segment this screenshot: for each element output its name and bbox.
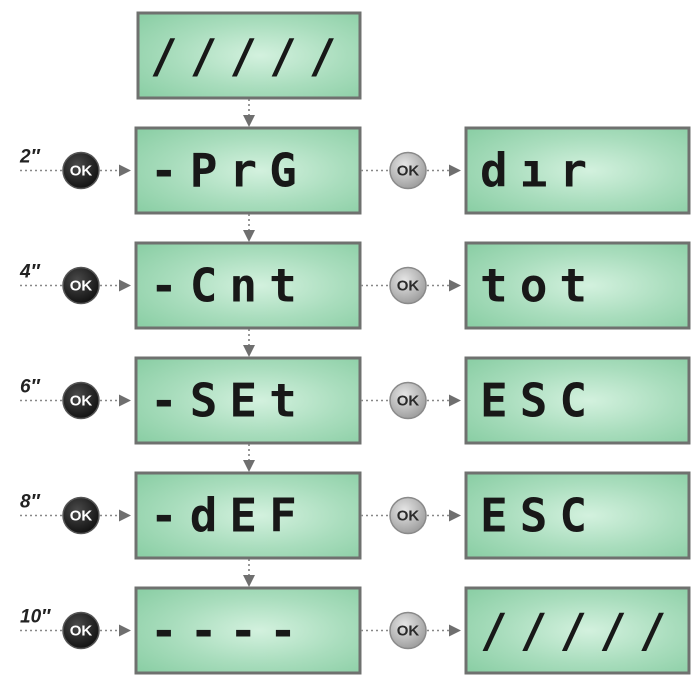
top-lcd-display: ///// <box>136 11 362 100</box>
menu-lcd-display: -SEt <box>134 356 362 445</box>
ok-button-confirm[interactable]: OK <box>389 381 427 420</box>
hold-time-label: 2″ <box>19 147 41 168</box>
ok-label: OK <box>397 508 420 525</box>
ok-icon <box>389 151 427 190</box>
ok-button-hold[interactable]: OK <box>62 496 100 535</box>
ok-label: OK <box>397 623 420 640</box>
menu-display-text: -dEF <box>150 489 309 543</box>
ok-icon <box>62 266 100 305</box>
hold-time-label: 6″ <box>20 377 41 398</box>
ok-button-confirm[interactable]: OK <box>389 611 427 650</box>
ok-icon <box>62 496 100 535</box>
ok-icon <box>62 611 100 650</box>
menu-display-text: -SEt <box>150 374 309 428</box>
ok-icon <box>62 381 100 420</box>
ok-label: OK <box>70 508 93 525</box>
submenu-lcd-display: tot <box>464 241 691 330</box>
hold-time-label: 8″ <box>20 492 41 513</box>
menu-display-text: ---- <box>150 604 309 658</box>
submenu-display-text: tot <box>480 259 599 313</box>
menu-row: 2″ OK -PrG OK dır <box>19 126 691 242</box>
ok-icon <box>389 266 427 305</box>
submenu-display-text: ESC <box>480 374 599 428</box>
ok-button-confirm[interactable]: OK <box>389 496 427 535</box>
ok-label: OK <box>70 163 93 180</box>
ok-label: OK <box>397 163 420 180</box>
submenu-display-text: ESC <box>480 489 599 543</box>
ok-button-hold[interactable]: OK <box>62 266 100 305</box>
submenu-lcd-display: ESC <box>464 471 691 560</box>
ok-icon <box>62 151 100 190</box>
menu-row: 4″ OK -Cnt OK tot <box>19 241 691 357</box>
menu-lcd-display: ---- <box>134 586 362 675</box>
ok-label: OK <box>70 623 93 640</box>
hold-time-label: 10″ <box>20 607 51 628</box>
ok-icon <box>389 381 427 420</box>
ok-button-hold[interactable]: OK <box>62 611 100 650</box>
menu-lcd-display: -Cnt <box>134 241 362 330</box>
ok-button-hold[interactable]: OK <box>62 381 100 420</box>
ok-label: OK <box>70 278 93 295</box>
submenu-display-text: dır <box>480 144 599 198</box>
menu-row: 6″ OK -SEt OK ESC <box>20 356 691 472</box>
submenu-display-text: ///// <box>480 604 678 658</box>
menu-display-text: -Cnt <box>150 259 309 313</box>
submenu-lcd-display: ///// <box>464 586 691 675</box>
ok-button-hold[interactable]: OK <box>62 151 100 190</box>
hold-time-label: 4″ <box>19 262 41 283</box>
submenu-lcd-display: ESC <box>464 356 691 445</box>
ok-button-confirm[interactable]: OK <box>389 266 427 305</box>
ok-label: OK <box>70 393 93 410</box>
menu-lcd-display: -dEF <box>134 471 362 560</box>
ok-icon <box>389 611 427 650</box>
menu-lcd-display: -PrG <box>134 126 362 215</box>
menu-row: 10″ OK ---- OK ///// <box>20 586 691 675</box>
menu-row: 8″ OK -dEF OK ESC <box>20 471 691 587</box>
ok-label: OK <box>397 393 420 410</box>
ok-button-confirm[interactable]: OK <box>389 151 427 190</box>
menu-display-text: -PrG <box>150 144 309 198</box>
ok-label: OK <box>397 278 420 295</box>
ok-icon <box>389 496 427 535</box>
top-display-text: ///// <box>150 29 348 83</box>
submenu-lcd-display: dır <box>464 126 691 215</box>
